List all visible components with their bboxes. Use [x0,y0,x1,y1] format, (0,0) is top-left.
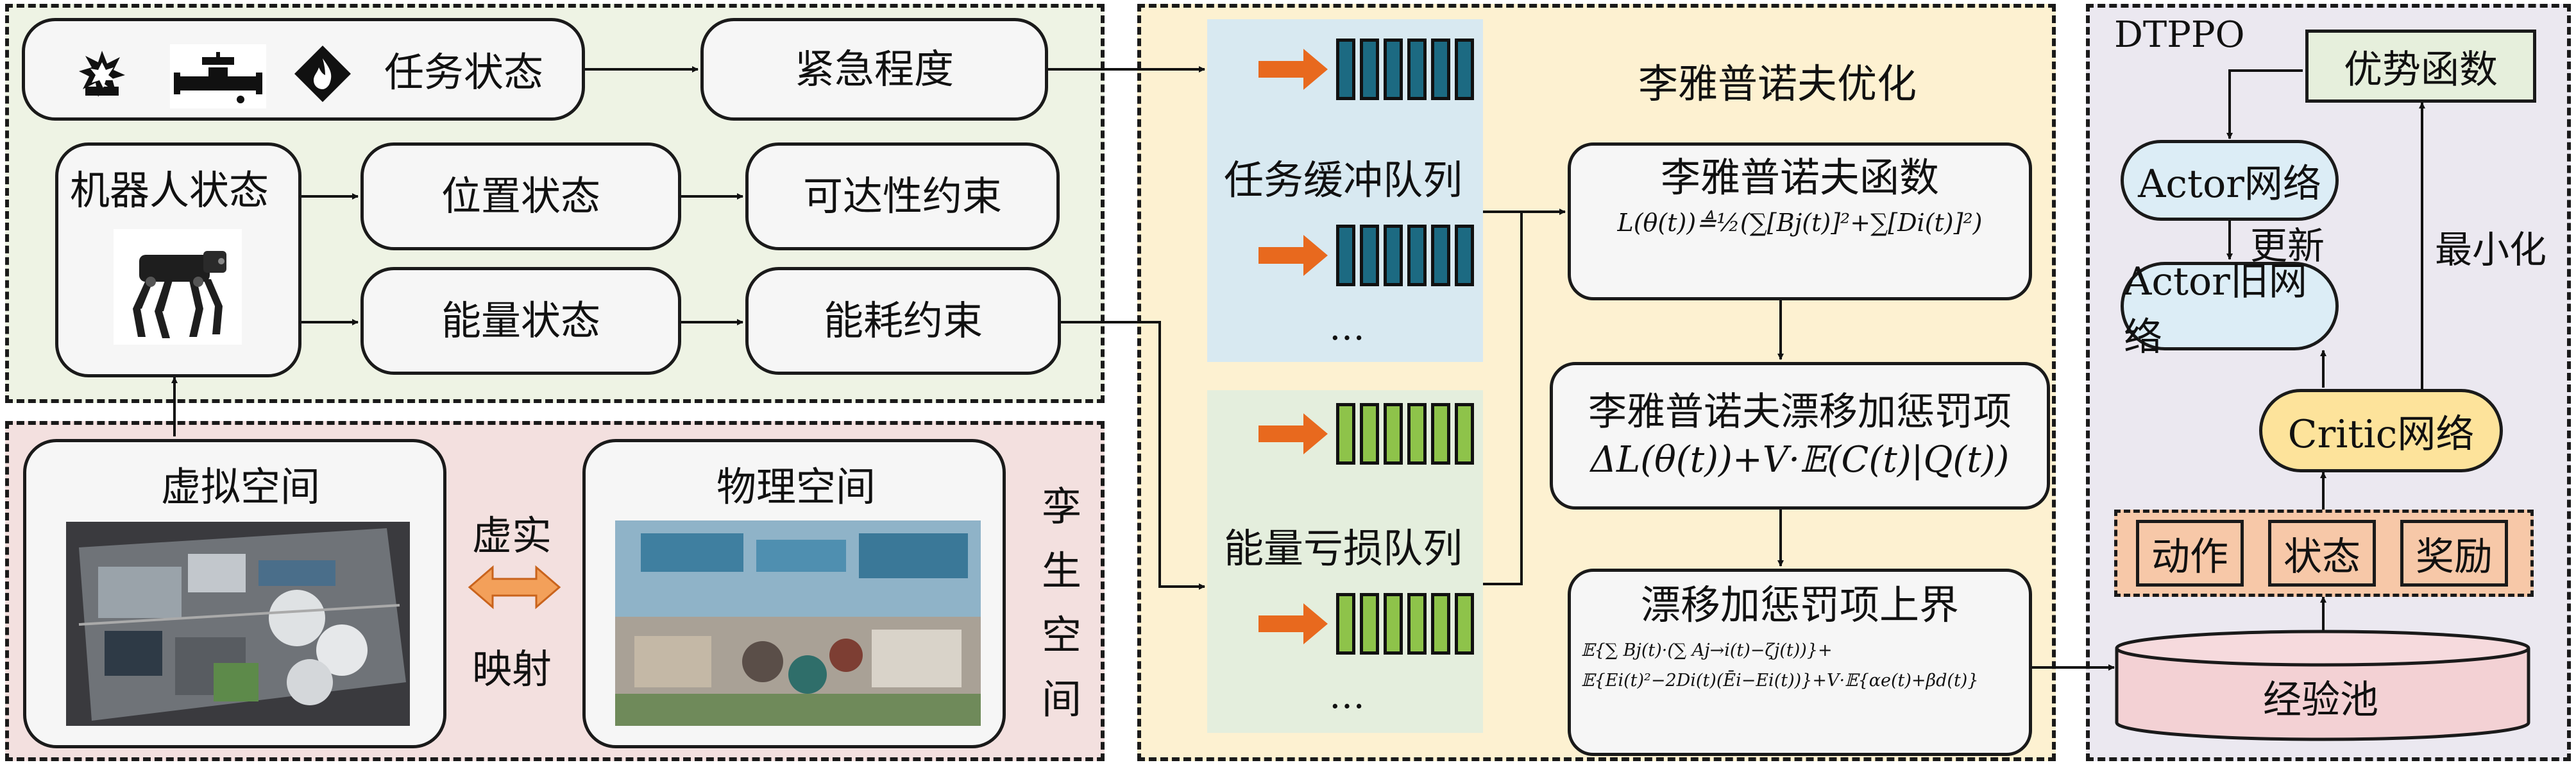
arrow-advantage-to-actor [2226,69,2303,139]
energy-queue-bottom [1258,593,1474,655]
critic-network-box: Critic网络 [2259,389,2503,472]
task-queue-label: 任务缓冲队列 [1224,157,1463,203]
urgency-label: 紧急程度 [794,46,954,93]
position-status-box: 位置状态 [360,142,681,250]
update-label: 更新 [2250,224,2325,268]
state-box: 状态 [2268,520,2376,587]
energy-status-label: 能量状态 [441,297,600,345]
actor-network-box: Actor网络 [2121,140,2339,221]
twin-space-label: 孪 生 空 间 [1039,475,1084,732]
state-label: 状态 [2284,534,2360,580]
task-queue-top [1258,39,1474,100]
arrow-constraint-to-energy-queue [1061,321,1205,590]
urgency-box: 紧急程度 [700,18,1048,121]
replay-buffer-label: 经验池 [2263,678,2378,723]
dtppo-title: DTPPO [2114,14,2245,56]
energy-queue-top [1258,403,1474,465]
upper-bound-box: 漂移加惩罚项上界 𝔼{∑ Bj(t)·(∑ Aj→i(t)−ζj(t))}+ 𝔼… [1568,569,2032,756]
bidirectional-arrow-icon [467,565,562,610]
twin-space-char: 生 [1041,547,1081,594]
reachability-label: 可达性约束 [802,173,1002,220]
task-queue-box: 任务缓冲队列 … [1207,19,1483,362]
lyapunov-title: 李雅普诺夫优化 [1638,60,1917,107]
energy-constraint-label: 能耗约束 [823,297,983,345]
upper-bound-formula-2: 𝔼{Ei(t)²−2Di(t)(Ēi−Ei(t))}+V·𝔼{αe(t)+βd(… [1581,671,1979,691]
quadruped-robot-icon [114,229,242,345]
physical-space-label: 物理空间 [716,463,876,510]
reward-box: 奖励 [2400,520,2508,587]
drift-penalty-box: 李雅普诺夫漂移加惩罚项 ΔL(θ(t))+V·𝔼(C(t)|Q(t)) [1550,362,2050,510]
task-status-box: 任务状态 [22,18,585,121]
task-status-label: 任务状态 [384,49,544,96]
critic-network-label: Critic网络 [2287,411,2475,457]
robot-status-label: 机器人状态 [70,167,269,214]
twin-space-char: 间 [1041,676,1081,723]
reward-label: 奖励 [2416,534,2493,580]
robot-status-box: 机器人状态 [55,142,301,377]
actor-old-network-box: Actor旧网络 [2121,259,2339,360]
minimize-label: 最小化 [2435,228,2547,271]
upper-bound-label: 漂移加惩罚项上界 [1640,581,1959,628]
lyapunov-function-formula: L(θ(t))≜½(∑[Bj(t)]²+∑[Di(t)]²) [1617,209,1983,237]
drift-penalty-label: 李雅普诺夫漂移加惩罚项 [1588,390,2012,435]
virtual-scene-image [66,522,410,726]
mapping-top-label: 虚实 [472,512,552,559]
twin-space-char: 孪 [1041,483,1081,530]
virtual-space-label: 虚拟空间 [161,463,321,510]
energy-queue-ellipsis: … [1329,675,1365,717]
mapping-bottom-label: 映射 [472,646,552,692]
explosion-icon [76,48,128,99]
replay-buffer-cylinder: 经验池 [2114,629,2531,744]
virtual-space-box: 虚拟空间 [23,439,446,748]
advantage-function-box: 优势函数 [2305,30,2536,103]
fire-hazard-icon [293,44,352,103]
task-queue-ellipsis: … [1329,307,1365,348]
queue-merge-bracket [1483,211,1523,585]
advantage-function-label: 优势函数 [2344,47,2498,92]
energy-constraint-box: 能耗约束 [745,267,1061,375]
reachability-box: 可达性约束 [745,142,1060,250]
pipe-valve-icon [170,44,266,108]
position-status-label: 位置状态 [441,173,600,220]
lyapunov-function-box: 李雅普诺夫函数 L(θ(t))≜½(∑[Bj(t)]²+∑[Di(t)]²) [1568,142,2032,300]
lyapunov-function-label: 李雅普诺夫函数 [1660,154,1939,201]
energy-status-box: 能量状态 [360,267,681,375]
physical-space-box: 物理空间 [582,439,1006,748]
energy-queue-box: 能量亏损队列 … [1207,390,1483,733]
sample-tuple-bar [2114,510,2534,597]
physical-scene-image [615,520,981,726]
energy-queue-label: 能量亏损队列 [1224,525,1463,572]
action-box: 动作 [2136,520,2244,587]
action-label: 动作 [2151,534,2228,580]
actor-network-label: Actor网络 [2138,161,2321,207]
task-queue-bottom [1258,225,1474,286]
twin-space-char: 空 [1041,612,1081,658]
drift-penalty-formula: ΔL(θ(t))+V·𝔼(C(t)|Q(t)) [1590,439,2010,481]
upper-bound-formula-1: 𝔼{∑ Bj(t)·(∑ Aj→i(t)−ζj(t))}+ [1581,640,1833,661]
actor-old-network-label: Actor旧网络 [2124,259,2307,360]
